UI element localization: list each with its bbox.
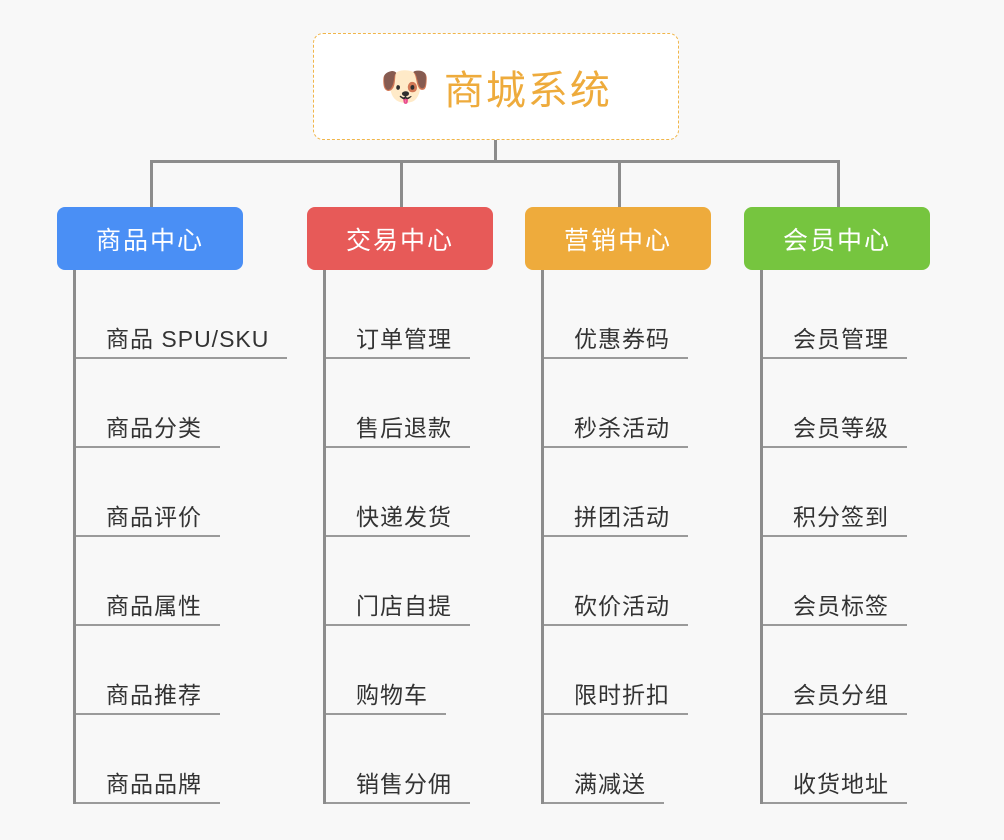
leaf-label: 商品 SPU/SKU [106, 326, 270, 352]
connector-drop-product-center [150, 160, 153, 207]
leaf-label: 会员分组 [793, 682, 889, 708]
list-item[interactable]: 会员管理 [763, 270, 944, 359]
list-item[interactable]: 优惠券码 [544, 270, 725, 359]
list-item[interactable]: 满减送 [544, 715, 725, 804]
list-item[interactable]: 商品推荐 [76, 626, 287, 715]
list-item[interactable]: 售后退款 [326, 359, 507, 448]
branch-member-center: 会员中心 会员管理 会员等级 积分签到 会员标签 会员分组 收货地址 [744, 207, 944, 804]
list-item[interactable]: 商品 SPU/SKU [76, 270, 288, 359]
list-item[interactable]: 订单管理 [326, 270, 507, 359]
category-header-marketing-center[interactable]: 营销中心 [525, 207, 711, 270]
branch-product-center: 商品中心 商品 SPU/SKU 商品分类 商品评价 商品属性 商品推荐 商品品牌 [57, 207, 288, 804]
list-item[interactable]: 商品分类 [76, 359, 287, 448]
leaf-label: 会员标签 [793, 593, 889, 619]
root-node[interactable]: 🐶 商城系统 [313, 33, 679, 140]
leaf-label: 快递发货 [356, 504, 452, 530]
branch-trade-center: 交易中心 订单管理 售后退款 快递发货 门店自提 购物车 销售分佣 [307, 207, 507, 804]
leaf-label: 门店自提 [356, 593, 452, 619]
list-item[interactable]: 门店自提 [326, 537, 507, 626]
leaf-label: 会员管理 [793, 326, 889, 352]
list-item[interactable]: 积分签到 [763, 448, 944, 537]
list-item[interactable]: 收货地址 [763, 715, 944, 804]
leaf-list-marketing-center: 优惠券码 秒杀活动 拼团活动 砍价活动 限时折扣 满减送 [541, 270, 725, 804]
category-label: 商品中心 [95, 226, 204, 255]
leaf-label: 秒杀活动 [574, 415, 670, 441]
leaf-label: 商品属性 [106, 593, 202, 619]
category-header-member-center[interactable]: 会员中心 [744, 207, 930, 270]
branch-marketing-center: 营销中心 优惠券码 秒杀活动 拼团活动 砍价活动 限时折扣 满减送 [525, 207, 725, 804]
list-item[interactable]: 砍价活动 [544, 537, 725, 626]
leaf-label: 砍价活动 [574, 593, 670, 619]
leaf-list-member-center: 会员管理 会员等级 积分签到 会员标签 会员分组 收货地址 [760, 270, 944, 804]
connector-drop-trade-center [400, 160, 403, 207]
list-item[interactable]: 会员分组 [763, 626, 944, 715]
leaf-label: 销售分佣 [356, 771, 452, 797]
connector-drop-marketing-center [618, 160, 621, 207]
list-item[interactable]: 会员等级 [763, 359, 944, 448]
list-item[interactable]: 购物车 [326, 626, 507, 715]
leaf-label: 收货地址 [793, 771, 889, 797]
connector-drop-member-center [837, 160, 840, 207]
list-item[interactable]: 会员标签 [763, 537, 944, 626]
leaf-label: 购物车 [356, 682, 428, 708]
leaf-label: 满减送 [574, 771, 646, 797]
list-item[interactable]: 商品属性 [76, 537, 287, 626]
leaf-label: 商品推荐 [106, 682, 202, 708]
shiba-dog-emoji-icon: 🐶 [380, 64, 430, 109]
category-label: 交易中心 [345, 226, 454, 255]
leaf-label: 售后退款 [356, 415, 452, 441]
leaf-label: 拼团活动 [574, 504, 670, 530]
category-header-trade-center[interactable]: 交易中心 [307, 207, 493, 270]
leaf-list-trade-center: 订单管理 售后退款 快递发货 门店自提 购物车 销售分佣 [323, 270, 507, 804]
leaf-label: 积分签到 [793, 504, 889, 530]
list-item[interactable]: 限时折扣 [544, 626, 725, 715]
leaf-list-product-center: 商品 SPU/SKU 商品分类 商品评价 商品属性 商品推荐 商品品牌 [73, 270, 288, 804]
leaf-label: 商品分类 [106, 415, 202, 441]
list-item[interactable]: 商品评价 [76, 448, 287, 537]
list-item[interactable]: 拼团活动 [544, 448, 725, 537]
list-item[interactable]: 销售分佣 [326, 715, 507, 804]
connector-root-stem [494, 140, 497, 162]
list-item[interactable]: 商品品牌 [76, 715, 287, 804]
category-label: 会员中心 [782, 226, 891, 255]
leaf-label: 优惠券码 [574, 326, 670, 352]
leaf-label: 会员等级 [793, 415, 889, 441]
root-node-title: 商城系统 [443, 68, 612, 113]
list-item[interactable]: 秒杀活动 [544, 359, 725, 448]
leaf-label: 订单管理 [356, 326, 452, 352]
category-label: 营销中心 [563, 226, 672, 255]
list-item[interactable]: 快递发货 [326, 448, 507, 537]
leaf-label: 商品品牌 [106, 771, 202, 797]
leaf-label: 限时折扣 [574, 682, 670, 708]
category-header-product-center[interactable]: 商品中心 [57, 207, 243, 270]
leaf-label: 商品评价 [106, 504, 202, 530]
connector-horizontal-bus [150, 160, 840, 163]
